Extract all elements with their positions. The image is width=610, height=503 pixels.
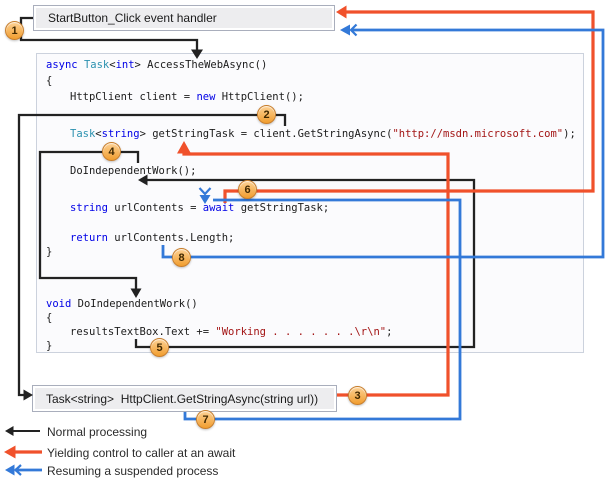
code-token: > AccessTheWebAsync()	[134, 59, 268, 71]
code-token: }	[46, 340, 53, 352]
code-token: return	[70, 232, 108, 244]
code-token: Task	[70, 128, 96, 140]
step-badge-5: 5	[150, 338, 169, 357]
legend-yield-arrow-head	[4, 445, 16, 459]
arrow-step3-yield	[182, 152, 450, 397]
arrow-step5-head	[138, 174, 148, 186]
legend-label-normal: Normal processing	[47, 425, 148, 439]
arrow-step6-head	[336, 5, 347, 19]
arrow-step7-resume	[183, 198, 462, 421]
code-token: new	[196, 91, 216, 103]
code-line-await: string urlContents = await getStringTask…	[70, 202, 329, 215]
code-token: await	[202, 202, 235, 214]
step-badge-2: 2	[257, 105, 276, 124]
code-token: urlContents =	[107, 202, 203, 214]
arrow-step8-head	[340, 24, 350, 36]
code-token: <	[95, 128, 102, 140]
code-line-method-signature: async Task<int> AccessTheWebAsync()	[46, 59, 267, 72]
arrow-step2-head	[23, 389, 33, 401]
step-badge-6: 6	[238, 180, 257, 199]
code-token: void	[46, 298, 72, 310]
step-badge-8: 8	[172, 248, 191, 267]
arrow-step4-call	[38, 150, 140, 289]
step-badge-4: 4	[102, 142, 121, 161]
legend-label-yield: Yielding control to caller at an await	[47, 446, 236, 460]
legend-arrows	[4, 426, 42, 476]
arrow-step1-head	[191, 49, 203, 59]
arrow-step7-head	[199, 195, 211, 204]
legend-resume-arrow-chevron	[13, 464, 22, 476]
code-line-void-signature: void DoIndependentWork()	[46, 298, 198, 311]
legend-normal-arrow-head	[5, 426, 14, 436]
code-token: async	[46, 59, 84, 71]
code-line-open-brace-2: {	[46, 312, 52, 325]
code-token: {	[46, 75, 53, 87]
code-token: HttpClient client =	[70, 91, 197, 103]
arrow-step8-resume	[161, 28, 605, 259]
code-token: urlContents.Length;	[107, 232, 235, 244]
code-line-close-brace-2: }	[46, 340, 52, 353]
code-panel	[36, 53, 584, 353]
step-badge-7: 7	[196, 410, 215, 429]
code-token: );	[563, 128, 576, 140]
event-handler-box: StartButton_Click event handler	[33, 5, 335, 31]
code-token: string	[101, 128, 140, 140]
code-token: resultsTextBox.Text +=	[70, 326, 216, 338]
code-token: DoIndependentWork()	[71, 298, 198, 310]
getstringasync-box: Task<string> HttpClient.GetStringAsync(s…	[32, 385, 337, 412]
arrow-step8-chevron	[349, 23, 358, 37]
step-badge-1: 1	[5, 21, 24, 40]
arrow-step6-yield	[223, 10, 595, 203]
code-token: HttpClient();	[215, 91, 304, 103]
event-handler-label: StartButton_Click event handler	[48, 11, 217, 25]
code-token: int	[115, 59, 135, 71]
code-token: Task	[83, 59, 110, 71]
arrow-step3-head	[177, 141, 191, 154]
code-token: ;	[386, 326, 393, 338]
legend-resume-arrow-head	[5, 464, 15, 476]
code-line-httpclient: HttpClient client = new HttpClient();	[70, 91, 304, 104]
code-line-open-brace: {	[46, 75, 52, 88]
arrow-step1-call	[19, 16, 199, 50]
code-token: > getStringTask = client.GetStringAsync(	[139, 128, 393, 140]
arrow-step2-call	[17, 113, 287, 397]
code-line-close-brace: }	[46, 246, 52, 259]
resume-flow-arrows	[161, 23, 605, 421]
code-line-return: return urlContents.Length;	[70, 232, 234, 245]
code-token: {	[46, 312, 53, 324]
step-badge-3: 3	[348, 386, 367, 405]
code-token: string	[70, 202, 108, 214]
code-line-doindependentwork-call: DoIndependentWork();	[70, 165, 196, 178]
code-line-getstringtask: Task<string> getStringTask = client.GetS…	[70, 128, 576, 141]
code-token: DoIndependentWork();	[70, 165, 197, 177]
arrow-step7-chevron	[198, 187, 212, 196]
arrow-step5-return	[134, 178, 476, 349]
code-line-resultstextbox: resultsTextBox.Text += "Working . . . . …	[70, 326, 392, 339]
legend-label-resume: Resuming a suspended process	[47, 464, 219, 478]
getstringasync-label: Task<string> HttpClient.GetStringAsync(s…	[46, 391, 319, 406]
arrow-step4-head	[130, 288, 142, 298]
code-token: <	[109, 59, 116, 71]
code-token: }	[46, 246, 53, 258]
normal-flow-arrows	[17, 16, 476, 401]
code-token: getStringTask;	[234, 202, 330, 214]
code-token: "http://msdn.microsoft.com"	[392, 128, 564, 140]
yield-flow-arrows	[177, 5, 595, 397]
code-token: "Working . . . . . . .\r\n"	[215, 326, 387, 338]
